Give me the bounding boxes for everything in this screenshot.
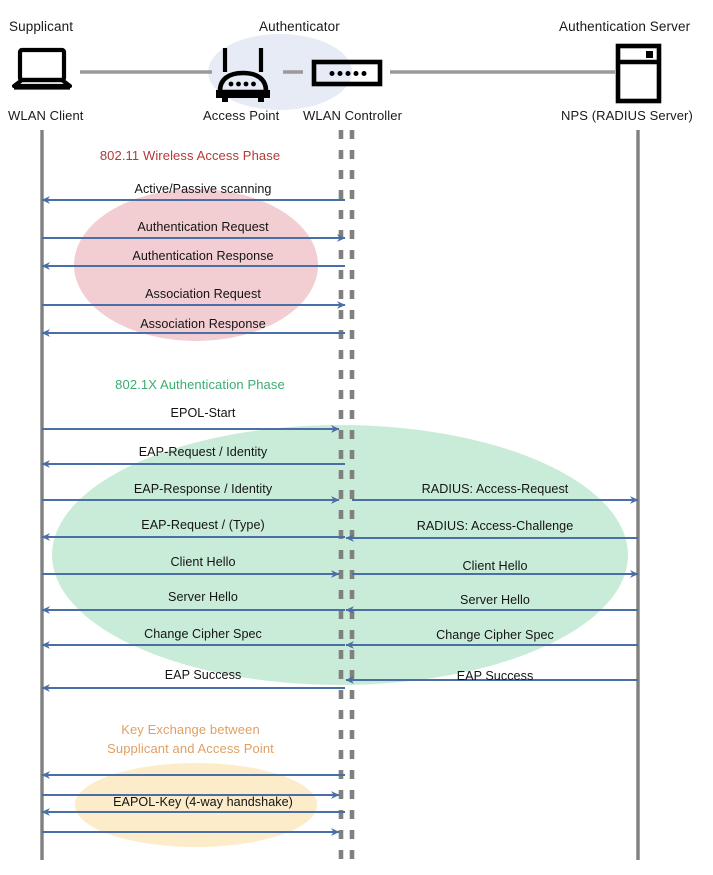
message-label-k3: EAPOL-Key (4-way handshake) [113,795,293,809]
actor-device-nps: NPS (RADIUS Server) [561,108,693,123]
message-label-m13: EAP Success [164,668,242,682]
message-label-m11: Server Hello [168,590,238,604]
phase-label-key-exchange-line1: Key Exchange between [121,722,260,737]
actor-role-supplicant: Supplicant [9,19,74,34]
message-label-r2: RADIUS: Access-Challenge [416,519,574,533]
message-label-m8: EAP-Response / Identity [133,482,273,496]
message-label-m12: Change Cipher Spec [144,627,262,641]
message-label-r6: EAP Success [456,669,534,683]
phase-label-key-exchange: Key Exchange between Supplicant and Acce… [78,721,303,759]
lifelines [40,130,640,860]
message-label-m6: EPOL-Start [170,406,236,420]
actor-role-authenticator: Authenticator [259,19,340,34]
message-label-m7: EAP-Request / Identity [138,445,268,459]
wireless-router-icon [216,48,270,102]
phase-label-8021x: 802.1X Authentication Phase [115,377,285,392]
phase-key-exchange-ellipse [75,763,317,847]
message-label-m5: Association Response [140,317,266,331]
phase-80211-ellipse [74,189,318,341]
message-label-r5: Change Cipher Spec [436,628,554,642]
server-tower-icon [615,43,662,104]
actor-device-wlan-client: WLAN Client [8,108,84,123]
message-label-r1: RADIUS: Access-Request [421,482,569,496]
phase-label-key-exchange-line2: Supplicant and Access Point [107,740,274,756]
actor-device-access-point: Access Point [203,108,280,123]
message-label-r4: Server Hello [460,593,530,607]
message-label-m1: Active/Passive scanning [134,182,272,196]
laptop-icon [11,47,73,90]
message-label-m4: Association Request [145,287,261,301]
network-switch-icon [311,59,383,87]
message-label-m3: Authentication Response [132,249,274,263]
phase-label-80211: 802.11 Wireless Access Phase [99,148,281,163]
message-label-m2: Authentication Request [137,220,269,234]
message-label-r3: Client Hello [462,559,528,573]
message-label-m9: EAP-Request / (Type) [141,518,265,532]
actor-role-auth-server: Authentication Server [559,19,691,34]
actor-device-wlan-controller: WLAN Controller [303,108,403,123]
message-label-m10: Client Hello [170,555,236,569]
message-arrows [41,196,639,836]
